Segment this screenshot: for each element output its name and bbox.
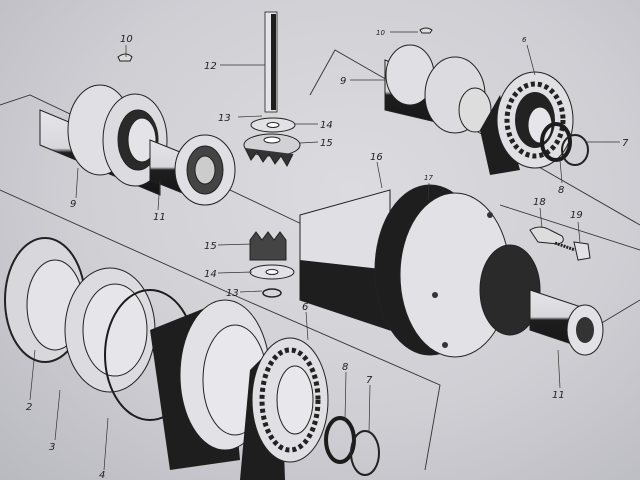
- callout-11: 11: [153, 212, 166, 223]
- callout-11: 11: [552, 390, 565, 401]
- differential-housing-part-16: [299, 184, 541, 358]
- pinion-gear-part-15-lower: [249, 231, 287, 261]
- callout-3: 3: [49, 442, 55, 453]
- callout-7: 7: [366, 375, 373, 386]
- ring-part-7-lower: [350, 430, 380, 476]
- callout-10: 10: [120, 34, 133, 45]
- key-part-10: [117, 53, 133, 62]
- callout-13: 13: [218, 113, 231, 124]
- pin-part-12: [264, 11, 278, 113]
- callout-6: 6: [522, 36, 527, 44]
- callout-13: 13: [226, 288, 239, 299]
- seal-part-3: [64, 267, 156, 393]
- key-part-10-right: [419, 27, 433, 34]
- callout-14: 14: [204, 269, 217, 280]
- ring-part-7-upper: [561, 134, 589, 166]
- callout-8: 8: [558, 185, 564, 196]
- washer-part-14-upper: [250, 117, 296, 133]
- callout-6: 6: [302, 302, 308, 313]
- part-callouts: 10 12 13 14 15 9 11 10 9 6 7 8 16 17 18 …: [26, 29, 629, 480]
- callout-19: 19: [570, 210, 583, 221]
- callout-17: 17: [424, 174, 433, 182]
- lock-plate-part-18: [529, 226, 564, 245]
- pinion-gear-part-15-upper: [243, 133, 301, 168]
- callout-2: 2: [26, 402, 32, 413]
- callout-18: 18: [533, 197, 546, 208]
- callout-12: 12: [204, 61, 217, 72]
- leader-lines: [29, 31, 620, 471]
- side-gear-part-11-right: [529, 289, 604, 356]
- hub-part-9-left: [39, 84, 168, 196]
- washer-part-14-lower: [249, 264, 295, 280]
- callout-15: 15: [320, 138, 333, 149]
- bolt-part-19: [554, 241, 591, 261]
- side-gear-part-11-left: [149, 134, 236, 206]
- callout-4: 4: [99, 470, 105, 480]
- seal-part-8-lower: [324, 416, 356, 464]
- seal-part-8-upper: [540, 122, 572, 162]
- callout-15: 15: [204, 241, 217, 252]
- callout-14: 14: [320, 120, 333, 131]
- callout-7: 7: [622, 138, 629, 149]
- hub-part-9-right: [384, 44, 492, 134]
- callout-9: 9: [70, 199, 76, 210]
- bearing-part-6-lower: [240, 337, 329, 480]
- callout-8: 8: [342, 362, 348, 373]
- bearing-part-6-upper: [480, 71, 574, 175]
- callout-10: 10: [376, 29, 385, 37]
- callout-16: 16: [370, 152, 383, 163]
- callout-9: 9: [340, 76, 346, 87]
- snap-ring-part-13-lower: [262, 288, 282, 298]
